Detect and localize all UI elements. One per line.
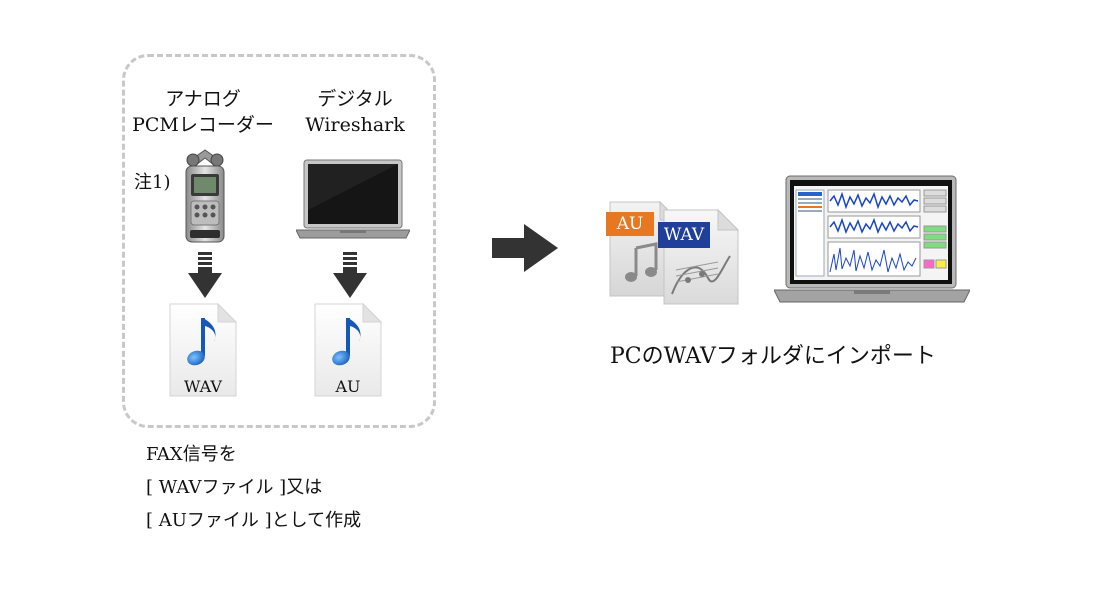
wav-badge: WAV xyxy=(658,222,710,248)
wav-file-icon: WAV xyxy=(166,302,240,400)
digital-label-line1: デジタル xyxy=(317,88,393,110)
caption-line2: [ WAVファイル ]又は xyxy=(146,477,323,498)
digital-wireshark-label: デジタル Wireshark xyxy=(282,86,428,138)
note-label: 注1) xyxy=(134,172,171,193)
destination-caption: PCのWAVフォルダにインポート xyxy=(610,344,936,369)
au-badge: AU xyxy=(606,212,654,236)
analog-label-line2: PCMレコーダー xyxy=(132,114,274,136)
down-arrow-icon xyxy=(188,252,222,300)
source-group-box xyxy=(122,54,436,428)
digital-label-line2: Wireshark xyxy=(305,114,405,136)
down-arrow-icon xyxy=(333,252,367,300)
laptop-with-app-icon xyxy=(774,174,970,310)
au-file-icon: AU xyxy=(311,302,385,400)
caption-line1: FAX信号を xyxy=(146,444,237,465)
source-caption: FAX信号を [ WAVファイル ]又は [ AUファイル ]として作成 xyxy=(146,438,361,537)
right-arrow-icon xyxy=(492,224,558,272)
laptop-icon xyxy=(296,158,410,242)
analog-recorder-label: アナログ PCMレコーダー xyxy=(128,86,278,138)
caption-line3: [ AUファイル ]として作成 xyxy=(146,510,362,531)
analog-label-line1: アナログ xyxy=(165,88,241,110)
au-file-label: AU xyxy=(335,377,361,396)
wav-document-icon: WAV xyxy=(658,208,742,308)
pcm-recorder-icon xyxy=(178,146,232,246)
wav-file-label: WAV xyxy=(184,377,222,396)
